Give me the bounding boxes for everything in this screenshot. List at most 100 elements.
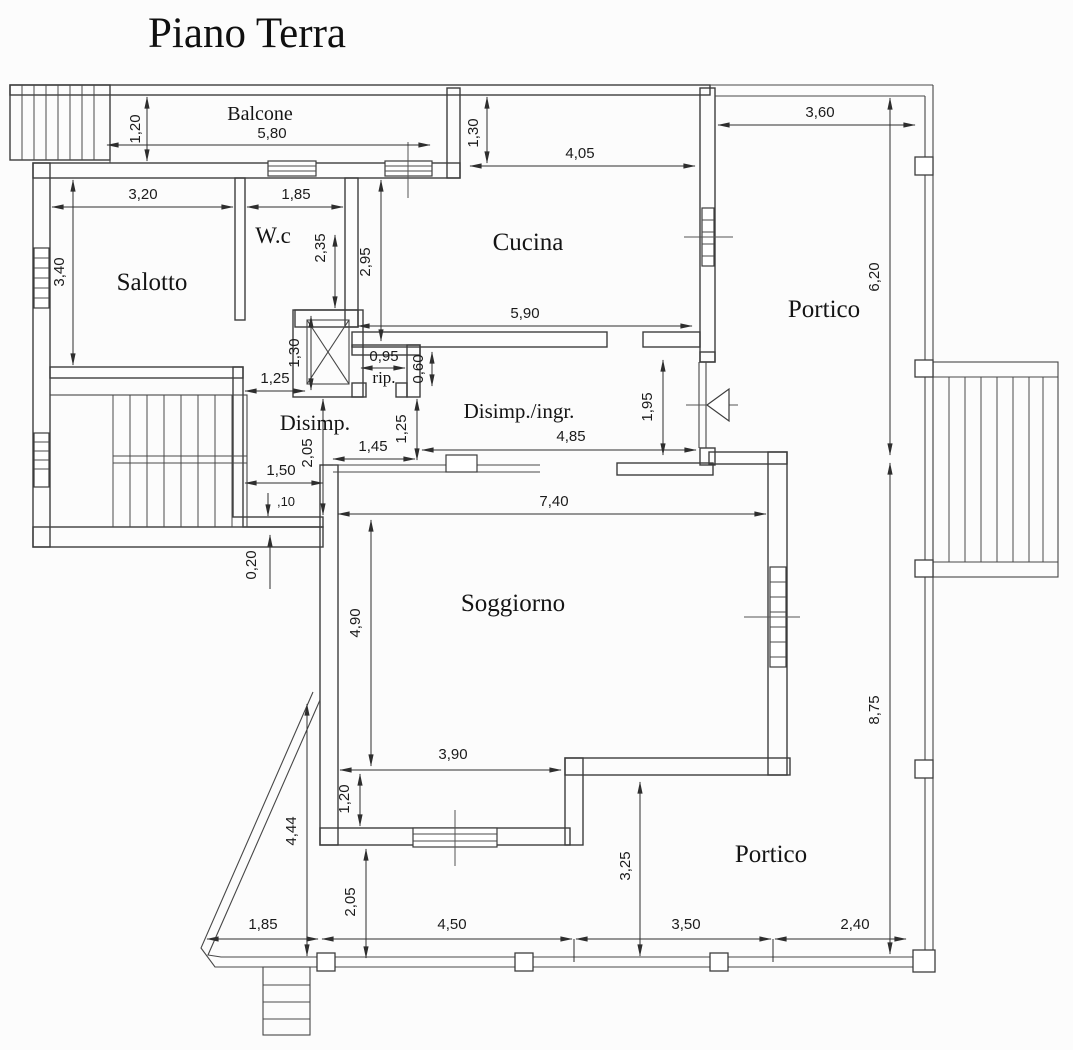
pillar xyxy=(914,156,934,176)
window xyxy=(33,432,50,488)
ramp-inner-edge xyxy=(207,699,925,958)
dim-portico-bottom-left-height: 2,05 xyxy=(342,887,359,916)
dim-ramp-base: 1,85 xyxy=(248,916,277,933)
lift-wall xyxy=(292,309,364,398)
room-label-cucina: Cucina xyxy=(493,229,564,256)
wall xyxy=(351,382,367,398)
walls xyxy=(9,84,791,846)
pillar xyxy=(914,559,934,578)
wall xyxy=(642,331,701,348)
dim-balcone-width: 5,80 xyxy=(257,125,286,142)
room-label-wc: W.c xyxy=(255,223,291,248)
window xyxy=(267,160,317,177)
pillar xyxy=(914,759,934,779)
room-label-disimp: Disimp. xyxy=(280,410,350,435)
wall xyxy=(406,344,421,398)
wall xyxy=(344,177,359,328)
wall xyxy=(234,177,246,321)
entrance-door xyxy=(686,362,738,448)
wall xyxy=(699,447,716,466)
wall xyxy=(616,462,714,476)
pillars xyxy=(316,156,936,973)
dim-portico-right-height: 8,75 xyxy=(866,695,883,724)
room-label-salotto: Salotto xyxy=(117,269,188,296)
dim-soggiorno-offset: 1,20 xyxy=(336,784,353,813)
wall xyxy=(9,84,111,161)
window xyxy=(384,142,433,198)
wall xyxy=(708,451,788,465)
window xyxy=(684,207,733,267)
room-label-rip: rip. xyxy=(372,368,395,387)
wall xyxy=(699,351,716,363)
entry-steps xyxy=(262,966,311,1036)
windows xyxy=(33,142,800,866)
room-label-ingresso: Disimp./ingr. xyxy=(464,399,575,423)
dim-bottom-width-1: 4,50 xyxy=(437,916,466,933)
wall xyxy=(242,516,324,528)
ramp-outer-edge xyxy=(200,691,933,968)
dim-balcone-depth: 1,20 xyxy=(127,114,144,143)
window xyxy=(33,247,50,309)
dim-rip-depth: 0,60 xyxy=(410,354,427,383)
dim-wc-height: 2,35 xyxy=(312,233,329,262)
dim-soggiorno-width: 7,40 xyxy=(539,493,568,510)
wall xyxy=(49,366,244,379)
lift-cross xyxy=(306,319,350,385)
window xyxy=(744,566,800,668)
lift-shaft xyxy=(292,309,364,398)
dim-bottom-width-2: 3,50 xyxy=(671,916,700,933)
wall xyxy=(32,162,51,548)
door-swing-icon xyxy=(705,387,730,423)
pillar xyxy=(914,359,934,378)
room-label-portico-bottom: Portico xyxy=(735,841,807,868)
dim-cucina-top-width: 4,05 xyxy=(565,145,594,162)
page-title: Piano Terra xyxy=(148,10,346,57)
dim-portico-top-height: 6,20 xyxy=(866,262,883,291)
dim-ingresso-left: 1,45 xyxy=(358,438,387,455)
room-labels: Balcone Salotto W.c Cucina Portico Disim… xyxy=(117,103,861,868)
dim-soggiorno-lower-width: 3,90 xyxy=(438,746,467,763)
pillar xyxy=(912,949,936,973)
dim-ingresso-height: 1,25 xyxy=(393,414,410,443)
dim-disimp-step: ,10 xyxy=(277,494,295,509)
wall xyxy=(446,87,461,179)
dim-soggiorno-height: 4,90 xyxy=(347,608,364,637)
door-threshold xyxy=(445,454,478,473)
external-stair-right xyxy=(932,361,1059,578)
portico-boundary xyxy=(200,84,934,968)
dim-cucina-top-height: 1,30 xyxy=(465,118,482,147)
dim-ramp-length: 4,44 xyxy=(283,816,300,845)
pillar xyxy=(514,952,534,972)
dimension-lines xyxy=(51,96,916,962)
window xyxy=(412,810,498,866)
dimension-labels: 5,80 1,20 3,20 1,85 3,40 2,35 1,30 4,05 … xyxy=(51,104,883,933)
external-stair-top-left xyxy=(21,85,95,160)
dim-portico-top-width: 3,60 xyxy=(805,104,834,121)
wall xyxy=(351,331,608,348)
dim-disimp-height: 2,05 xyxy=(299,438,316,467)
dim-disimp-lower-width: 1,50 xyxy=(266,462,295,479)
pillar xyxy=(316,952,336,972)
dim-portico-bottom-height: 3,25 xyxy=(617,851,634,880)
room-label-balcone: Balcone xyxy=(227,103,293,125)
wall xyxy=(395,382,408,398)
dim-rip-width: 0,95 xyxy=(369,348,398,365)
room-label-soggiorno: Soggiorno xyxy=(461,590,565,617)
pillar xyxy=(709,952,729,972)
dim-salotto-width: 3,20 xyxy=(128,186,157,203)
wall xyxy=(232,366,244,518)
dim-bottom-width-3: 2,40 xyxy=(840,916,869,933)
wall xyxy=(9,84,711,96)
dim-cucina-width: 5,90 xyxy=(510,305,539,322)
dim-door-height: 1,95 xyxy=(639,392,656,421)
dim-cucina-height: 2,95 xyxy=(357,247,374,276)
dim-ingresso-width: 4,85 xyxy=(556,428,585,445)
dim-wc-width: 1,85 xyxy=(281,186,310,203)
dim-disimp-width: 1,25 xyxy=(260,370,289,387)
wall xyxy=(564,757,791,776)
wall xyxy=(564,757,584,846)
wall xyxy=(32,526,324,548)
lift-cab xyxy=(306,319,350,385)
